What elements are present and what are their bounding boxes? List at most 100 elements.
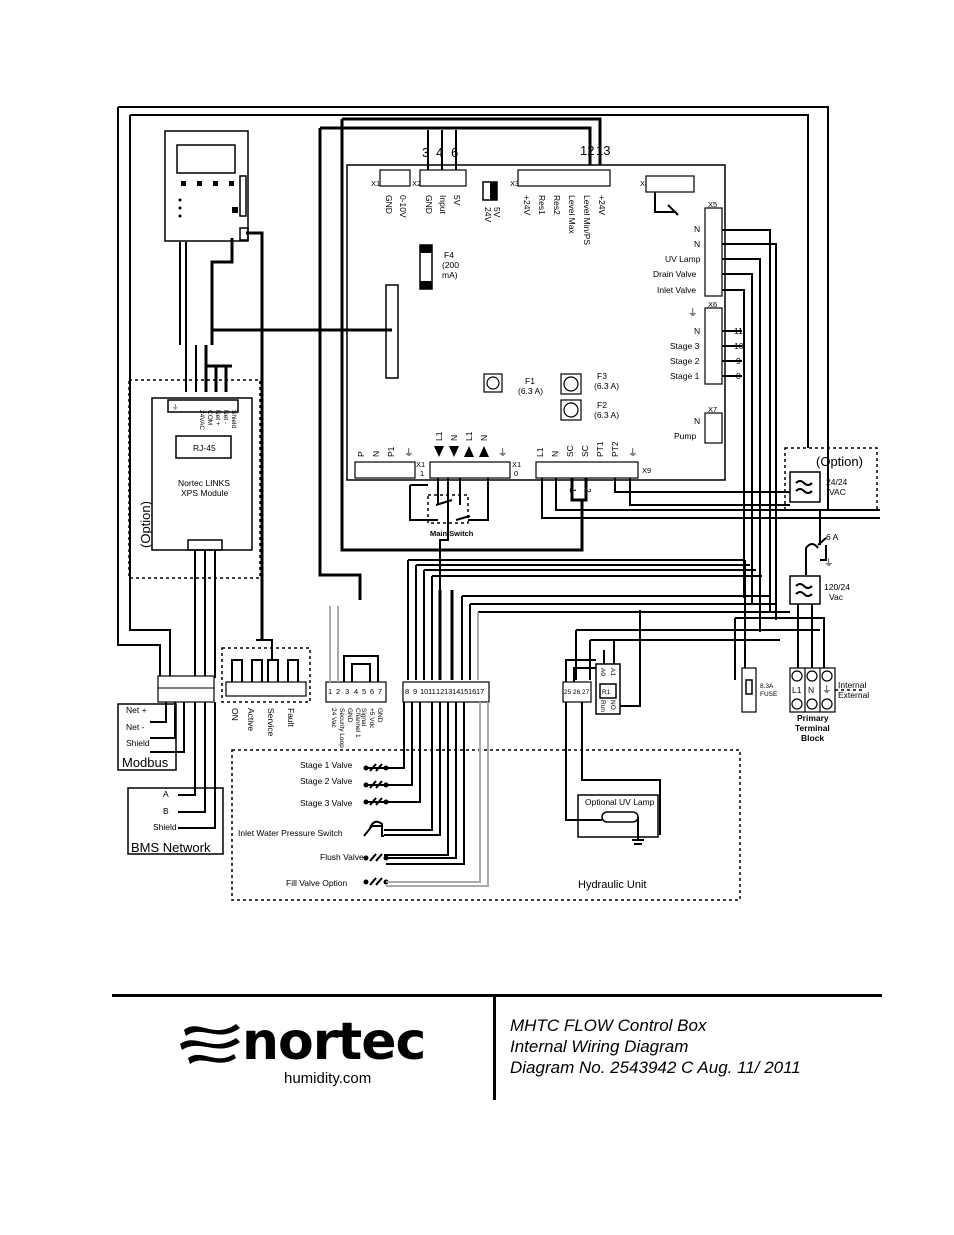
- relay-active-label: Active: [246, 708, 256, 731]
- x1-0-number: 0: [514, 469, 518, 478]
- stage-num-12: 12: [436, 687, 444, 696]
- x9-option-wires: [614, 478, 790, 506]
- stage-num-17: 17: [476, 687, 484, 696]
- x1-0-label: X1: [512, 460, 521, 469]
- uv-terminal-strip: [562, 681, 592, 703]
- bms-pin-shield: Shield: [153, 822, 177, 832]
- x2-pin-gnd: GND: [424, 195, 434, 214]
- main-switch-wiring: [409, 478, 489, 521]
- fuse-f2-rating: (6.3 A): [594, 410, 619, 420]
- x9-pin-sc2: SC: [580, 445, 590, 457]
- x6-terminal-block: [704, 307, 723, 385]
- modbus-pin-shield: Shield: [126, 738, 150, 748]
- left-wire-loop: [117, 107, 161, 680]
- x2-pin-5v: 5V: [452, 195, 462, 206]
- x5-pin-inlet-valve: Inlet Valve: [657, 285, 696, 295]
- sec-num-4: 4: [354, 687, 358, 696]
- outer-wire-loop: [118, 106, 829, 510]
- x7-terminal-block: [704, 412, 723, 444]
- external-label: External: [838, 690, 869, 700]
- controller-top-cable: [320, 126, 592, 165]
- flush-valve-wires: [386, 702, 465, 865]
- stage3-valve-label: Stage 3 Valve: [300, 798, 353, 808]
- title-line-1: MHTC FLOW Control Box: [510, 1016, 707, 1035]
- x6-wires: [722, 330, 742, 377]
- relay-run: Run: [599, 700, 606, 712]
- uv-lamp-wires: [565, 702, 661, 845]
- primary-ground: ⏚: [822, 685, 832, 696]
- security-terminal-numbers: 1 2 3 4 5 6 7: [328, 687, 382, 696]
- links-feed-wires-2: [185, 345, 197, 392]
- stage-num-8: 8: [405, 687, 409, 696]
- pressure-switch-symbol: [363, 820, 384, 837]
- transformer-24-24-unit: VAC: [829, 487, 846, 497]
- stage-cable-bundle: [407, 560, 433, 680]
- stage-num-15: 15: [460, 687, 468, 696]
- relay-fault-label: Fault: [286, 708, 296, 728]
- title-block: nortec humidity.com MHTC FLOW Control Bo…: [112, 994, 882, 1100]
- uv-relay-wires: [565, 659, 596, 682]
- nortec-logo: nortec humidity.com: [178, 1010, 428, 1090]
- sec-label-2: Security Loop: [338, 708, 345, 748]
- x9-pin-sc1: SC: [565, 445, 575, 457]
- power-pin-p1: P1: [386, 446, 396, 457]
- drain-inlet-run: [462, 595, 790, 613]
- fuse-f1-label: F1: [525, 376, 535, 386]
- uv-lamp-label: Optional UV Lamp: [585, 797, 655, 807]
- fuse-f3-rating: (6.3 A): [594, 381, 619, 391]
- title-block-divider: [493, 994, 496, 1100]
- x2-pin-input: Input: [438, 195, 448, 215]
- links-pin-shield: Shield: [230, 410, 237, 428]
- transformer-120-24-coil: [795, 583, 813, 597]
- sec-label-6: +5 Vdc: [368, 708, 375, 729]
- drain-inlet-drop: [461, 596, 471, 680]
- relay-terminal-strip: [225, 681, 307, 697]
- stage-num-14: 14: [452, 687, 460, 696]
- relay-a1: A1: [609, 668, 616, 676]
- uv-num-26: 26: [573, 689, 581, 696]
- sec-num-3: 3: [345, 687, 349, 696]
- x5-pin-n2: N: [694, 239, 700, 249]
- sec-num-6: 6: [370, 687, 374, 696]
- uv-terminal-numbers: 25 26 27: [564, 689, 590, 696]
- fill-valve-label: Fill Valve Option: [286, 878, 348, 888]
- wire-8-label: 8: [736, 371, 741, 381]
- jumper-24v-label: 24V: [483, 207, 493, 222]
- links-name-line2: XPS Module: [181, 488, 229, 498]
- title-block-top-rule: [112, 994, 882, 997]
- links-feed-wires: [204, 345, 232, 392]
- controller-left-cable: [318, 128, 362, 600]
- sec-label-5: Signal: [360, 708, 367, 727]
- fuse-6a-label: 6 A: [826, 532, 839, 542]
- x1-label: X1: [371, 179, 380, 188]
- x3-pin-5: Level Min/PS: [582, 195, 592, 245]
- x1-1-label: X1: [416, 460, 425, 469]
- wire-12-label: 12: [580, 143, 594, 158]
- bms-pin-b: B: [163, 806, 169, 816]
- x2-wires: [427, 130, 457, 170]
- controller-top-cable-2: [342, 117, 602, 165]
- security-terminal-strip: [325, 681, 387, 703]
- arrows-down: [434, 446, 459, 457]
- x3-pin-4: Level Max: [567, 195, 577, 234]
- wire-9-label: 9: [736, 356, 741, 366]
- title-line-3: Diagram No. 2543942 C Aug. 11/ 2011: [510, 1058, 801, 1077]
- display-panel: [164, 130, 249, 242]
- x2-label: X2: [412, 179, 421, 188]
- primary-label-3: Block: [801, 733, 824, 743]
- power-terminal-block: [354, 461, 416, 479]
- stage-terminal-strip: [402, 681, 490, 703]
- stage2-valve-label: Stage 2 Valve: [300, 776, 353, 786]
- pressure-switch-label: Inlet Water Pressure Switch: [238, 828, 343, 838]
- relay-r1-wires: [603, 610, 641, 707]
- x9-pin-pt2: PT2: [610, 441, 620, 457]
- arrow-pin-l1a: L1: [434, 431, 444, 441]
- uv-lamp-box: [577, 794, 659, 838]
- stage-valve-wires: [384, 702, 449, 856]
- wire-13-label: 13: [596, 143, 610, 158]
- security-jumpers: [343, 655, 379, 682]
- power-pin-p: P: [356, 451, 366, 457]
- wire-4-label: 4: [436, 145, 443, 160]
- security-terminal-labels: 24 Vac Security Loop GND Channel 1 Signa…: [330, 708, 383, 748]
- sec-num-2: 2: [336, 687, 340, 696]
